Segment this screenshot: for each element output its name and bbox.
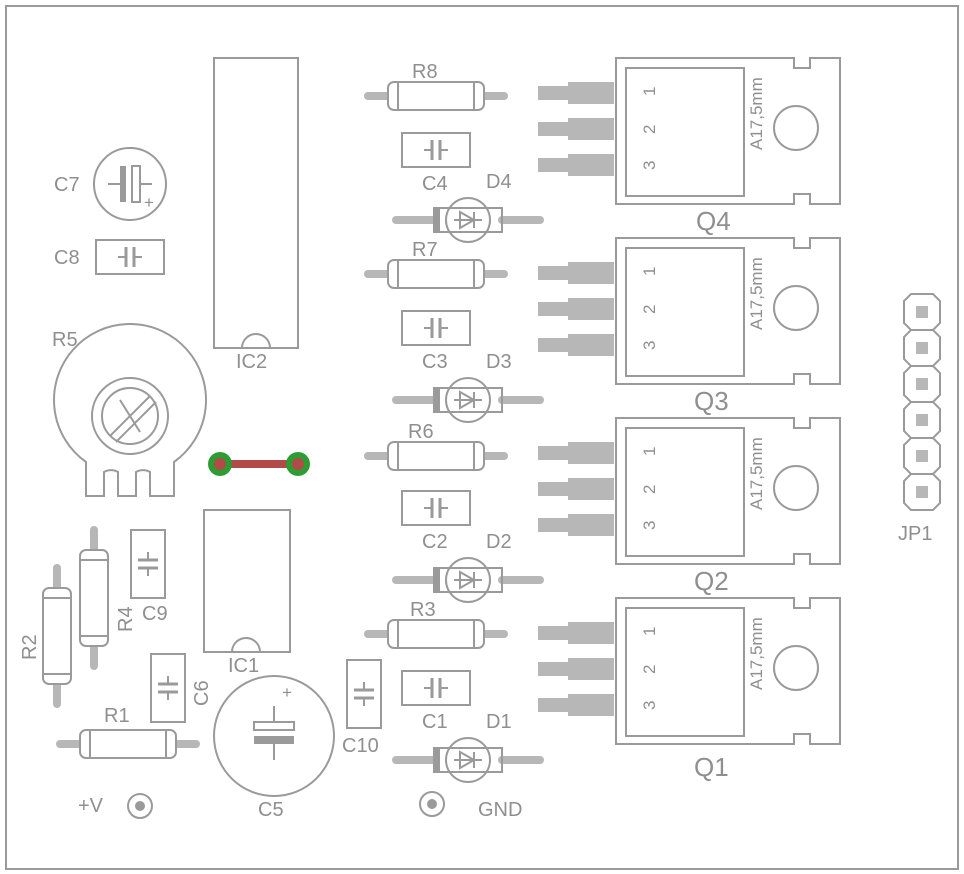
jp1-label: JP1: [898, 523, 932, 545]
c1-label: C1: [422, 711, 448, 733]
vplus-label: +V: [78, 795, 104, 817]
ic2-footprint: [213, 57, 299, 349]
d4-label: D4: [486, 171, 512, 193]
r3-footprint: [368, 620, 504, 648]
q2-pin1: 1: [640, 447, 659, 456]
r4-footprint: [80, 530, 108, 666]
jp1-header: [903, 293, 941, 511]
q1-pin2: 2: [640, 665, 659, 674]
svg-text:+: +: [282, 683, 292, 702]
jp1-pin-hole: [916, 486, 928, 498]
c3-footprint: [400, 309, 472, 347]
c8-label: C8: [54, 247, 80, 269]
r4-label: R4: [115, 606, 137, 632]
jp1-pin-hole: [916, 342, 928, 354]
r6-label: R6: [408, 421, 434, 443]
d1-label: D1: [486, 711, 512, 733]
c6-footprint: [149, 652, 187, 724]
c2-footprint: [400, 489, 472, 527]
d3-footprint: [396, 378, 540, 422]
q3-pin1: 1: [640, 267, 659, 276]
board-outline: [5, 5, 959, 870]
c10-footprint: [345, 658, 383, 730]
gnd-label: GND: [478, 799, 522, 821]
q2-pin2: 2: [640, 485, 659, 494]
c8-footprint: [94, 238, 166, 276]
c2-label: C2: [422, 531, 448, 553]
c7-label: C7: [54, 174, 80, 196]
q1-pin1: 1: [640, 627, 659, 636]
c7-footprint: +: [93, 147, 167, 221]
q3-heatsink-label: A17,5mm: [747, 257, 766, 330]
c10-label: C10: [342, 735, 379, 757]
q3-label: Q3: [694, 386, 729, 416]
q4-footprint: 1 2 3 A17,5mm: [537, 57, 841, 205]
q3-pin2: 2: [640, 305, 659, 314]
c4-footprint: [400, 131, 472, 169]
q1-pin3: 3: [640, 701, 659, 710]
q4-pin2: 2: [640, 125, 659, 134]
r1-label: R1: [104, 705, 130, 727]
r5-label: R5: [52, 329, 78, 351]
jumper-wire: [208, 452, 310, 476]
c3-label: C3: [422, 351, 448, 373]
d4-footprint: [396, 198, 540, 242]
d1-footprint: [396, 738, 540, 782]
q1-footprint: 1 2 3 A17,5mm: [537, 597, 841, 745]
r7-footprint: [368, 260, 504, 288]
q2-footprint: 1 2 3 A17,5mm: [537, 417, 841, 565]
c4-label: C4: [422, 173, 448, 195]
vplus-test-point: [127, 793, 153, 819]
q4-pin1: 1: [640, 87, 659, 96]
r5-trimmer-footprint: [53, 323, 207, 497]
r6-footprint: [368, 442, 504, 470]
c6-label: C6: [191, 680, 213, 706]
ic1-label: IC1: [228, 655, 259, 677]
d2-label: D2: [486, 531, 512, 553]
q1-heatsink-label: A17,5mm: [747, 617, 766, 690]
q2-pin3: 3: [640, 521, 659, 530]
q3-pin3: 3: [640, 341, 659, 350]
q2-heatsink-label: A17,5mm: [747, 437, 766, 510]
r2-label: R2: [19, 634, 41, 660]
c9-label: C9: [142, 603, 168, 625]
svg-text:+: +: [144, 193, 154, 212]
ic1-footprint: [203, 509, 291, 653]
r8-label: R8: [412, 61, 438, 83]
q2-label: Q2: [694, 566, 729, 596]
r2-footprint: [43, 568, 71, 704]
r7-label: R7: [412, 239, 438, 261]
q4-label: Q4: [696, 206, 731, 236]
r1-footprint: [60, 730, 196, 758]
q1-label: Q1: [694, 752, 729, 782]
d3-label: D3: [486, 351, 512, 373]
q3-footprint: 1 2 3 A17,5mm: [537, 237, 841, 385]
r8-footprint: [368, 82, 504, 110]
q4-heatsink-label: A17,5mm: [747, 77, 766, 150]
gnd-test-point: [419, 791, 445, 817]
c1-footprint: [400, 669, 472, 707]
c5-footprint: +: [213, 675, 335, 797]
d2-footprint: [396, 558, 540, 602]
jp1-pin-hole: [916, 306, 928, 318]
q4-pin3: 3: [640, 161, 659, 170]
jp1-pin-hole: [916, 414, 928, 426]
c5-label: C5: [258, 799, 284, 821]
c9-footprint: [129, 528, 167, 600]
jp1-pin-hole: [916, 450, 928, 462]
jp1-pin-hole: [916, 378, 928, 390]
ic2-label: IC2: [236, 351, 267, 373]
r3-label: R3: [410, 599, 436, 621]
